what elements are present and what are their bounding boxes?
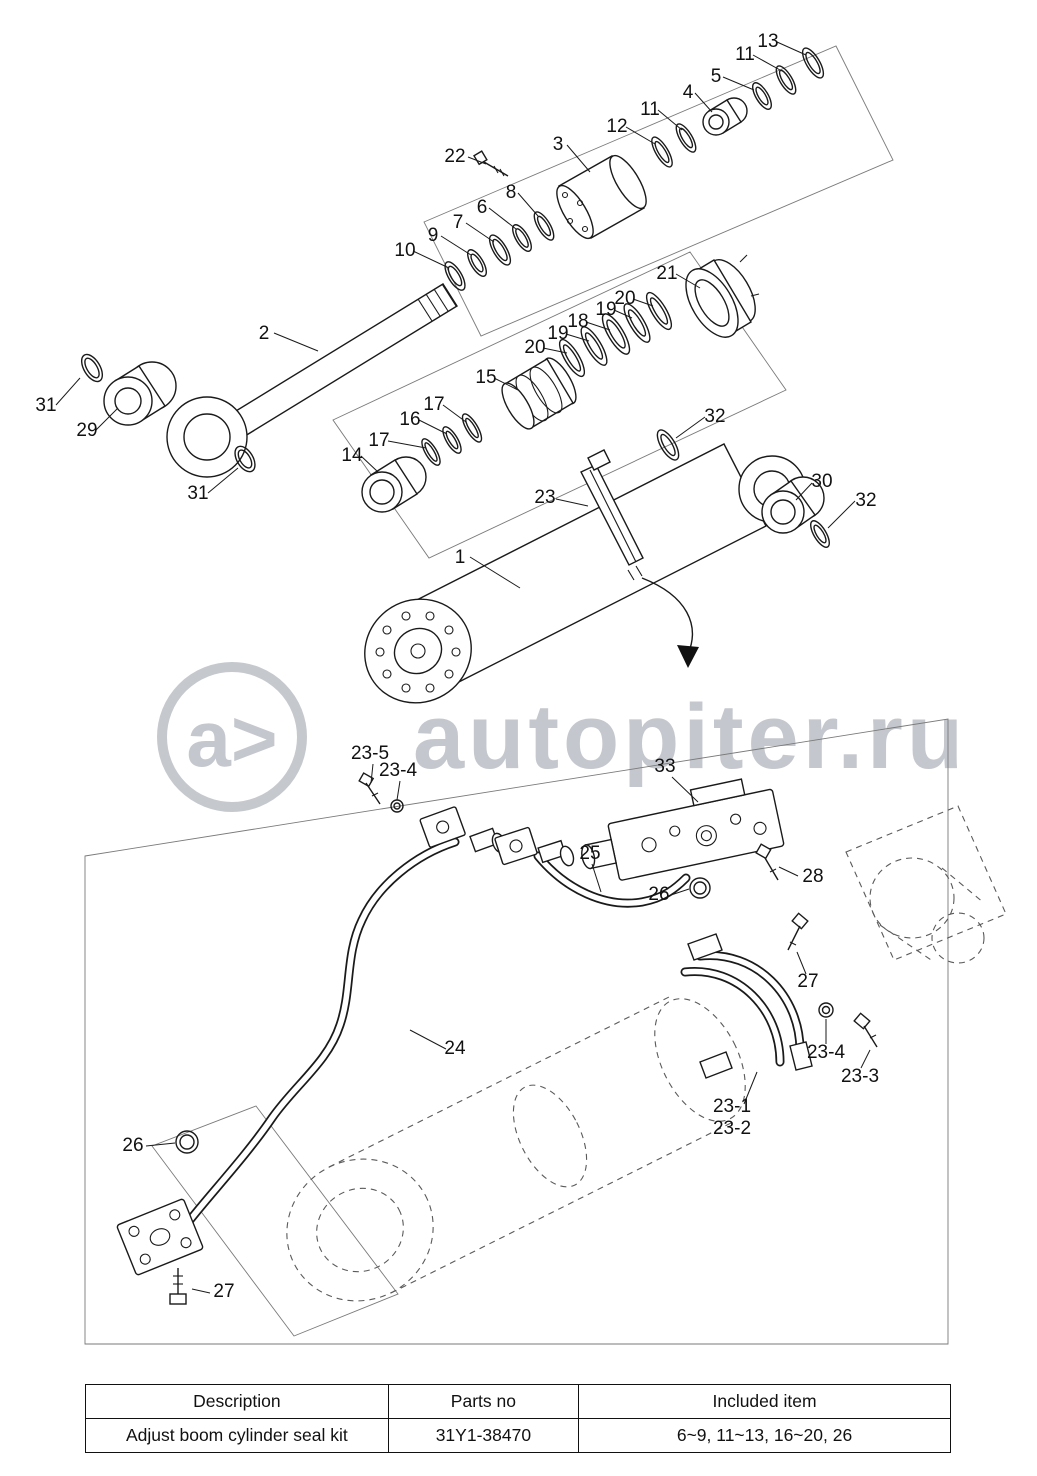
table-header-row: Description Parts no Included item	[85, 1384, 951, 1419]
bolt-27-b	[169, 1268, 187, 1305]
part-label-4: 4	[683, 82, 694, 103]
cell-included-item: 6~9, 11~13, 16~20, 26	[578, 1418, 951, 1453]
part-label-23-2: 23-2	[713, 1118, 751, 1139]
part-label-7: 7	[453, 212, 464, 233]
part-label-32-b: 32	[855, 490, 876, 511]
part-label-18: 18	[567, 311, 588, 332]
part-label-17-a: 17	[423, 394, 444, 415]
part-label-31-a: 31	[35, 395, 56, 416]
cylinder-head	[556, 154, 647, 240]
watermark-logo: a>	[186, 694, 277, 783]
part-label-11-a: 11	[735, 44, 755, 65]
part-label-23-1: 23-1	[713, 1096, 751, 1117]
part-label-17-b: 17	[368, 430, 389, 451]
cell-parts-no: 31Y1-38470	[387, 1418, 580, 1453]
part-label-29: 29	[76, 420, 97, 441]
part-label-26-a: 26	[648, 884, 669, 905]
piston	[501, 357, 577, 430]
hose-block-b	[494, 826, 538, 866]
washer-23-4-b	[818, 1002, 834, 1018]
col-header-included-item: Included item	[578, 1384, 951, 1419]
part-label-23-4-a: 23-4	[379, 760, 417, 781]
col-header-description: Description	[85, 1384, 389, 1419]
part-label-33: 33	[654, 756, 675, 777]
part-label-31-b: 31	[187, 483, 208, 504]
cylinder-tube	[364, 443, 806, 704]
part-labels: 13 11 5 4 11 12 3 22 8 6 7 9 10 21 20 19…	[35, 31, 879, 1302]
part-label-1: 1	[455, 547, 466, 568]
part-label-26-b: 26	[122, 1135, 143, 1156]
hose-block-a	[419, 806, 466, 848]
piston-rings	[421, 413, 483, 466]
part-label-27-a: 27	[797, 971, 818, 992]
direction-arrow-icon	[641, 577, 699, 668]
bolt-23-5	[358, 772, 381, 805]
pipe-flange	[116, 1198, 204, 1276]
piston-seal-stack	[558, 291, 673, 378]
part-label-19-b: 19	[547, 323, 568, 344]
pipe-24	[185, 837, 460, 1225]
part-label-23-3: 23-3	[841, 1066, 879, 1087]
part-label-24: 24	[444, 1038, 466, 1059]
part-label-2: 2	[259, 323, 270, 344]
lower-piping-view	[116, 772, 878, 1305]
bolt-27-a	[787, 912, 809, 951]
leader-lines	[55, 41, 871, 1294]
watermark: a> autopiter.ru	[157, 662, 967, 812]
part-label-19-a: 19	[595, 299, 616, 320]
piston-bushing-14	[361, 456, 427, 513]
bolt-28	[755, 843, 779, 881]
part-label-11-b: 11	[640, 99, 660, 120]
part-label-30: 30	[811, 471, 832, 492]
part-label-15: 15	[475, 367, 496, 388]
col-header-parts-no: Parts no	[387, 1384, 580, 1419]
cell-description: Adjust boom cylinder seal kit	[85, 1418, 389, 1453]
oring-26-a	[689, 877, 711, 899]
part-label-21: 21	[656, 263, 677, 284]
gland-nut	[685, 254, 760, 338]
part-label-22: 22	[444, 146, 465, 167]
bolt-23-3	[853, 1012, 878, 1048]
table-row: Adjust boom cylinder seal kit 31Y1-38470…	[85, 1418, 951, 1453]
part-label-12: 12	[606, 116, 627, 137]
part-label-6: 6	[477, 197, 488, 218]
part-label-23: 23	[534, 487, 555, 508]
watermark-circle-icon	[157, 662, 307, 812]
seal-kit-table: Description Parts no Included item Adjus…	[85, 1384, 951, 1453]
part-label-5: 5	[711, 66, 722, 87]
part-label-20-b: 20	[524, 337, 545, 358]
rod-seal-rings	[444, 211, 555, 291]
part-label-23-5: 23-5	[351, 743, 389, 764]
part-label-27-b: 27	[213, 1281, 234, 1302]
watermark-site-text: autopiter.ru	[413, 686, 967, 788]
part-label-16: 16	[399, 409, 420, 430]
part-label-20-a: 20	[614, 288, 635, 309]
part-label-23-4-b: 23-4	[807, 1042, 845, 1063]
ghost-cylinder-dashed	[286, 857, 985, 1302]
head-rings	[651, 47, 825, 168]
part-label-9: 9	[428, 225, 439, 246]
clamp-bands	[680, 933, 813, 1079]
oring-26-b	[175, 1130, 199, 1154]
rod-eye-bushing-orings	[80, 353, 256, 473]
tube-end-bushing-orings	[656, 429, 830, 548]
part-label-14: 14	[341, 445, 363, 466]
part-label-25: 25	[579, 843, 600, 864]
valve-block	[581, 778, 785, 881]
part-label-10: 10	[394, 240, 415, 261]
part-label-32-a: 32	[704, 406, 725, 427]
piston-rod-assembly	[166, 283, 458, 478]
part-label-8: 8	[506, 182, 517, 203]
part-label-28: 28	[802, 866, 823, 887]
part-label-3: 3	[553, 134, 564, 155]
part-label-13: 13	[757, 31, 778, 52]
section-frames	[84, 45, 1007, 1345]
head-screw-22	[473, 150, 509, 177]
